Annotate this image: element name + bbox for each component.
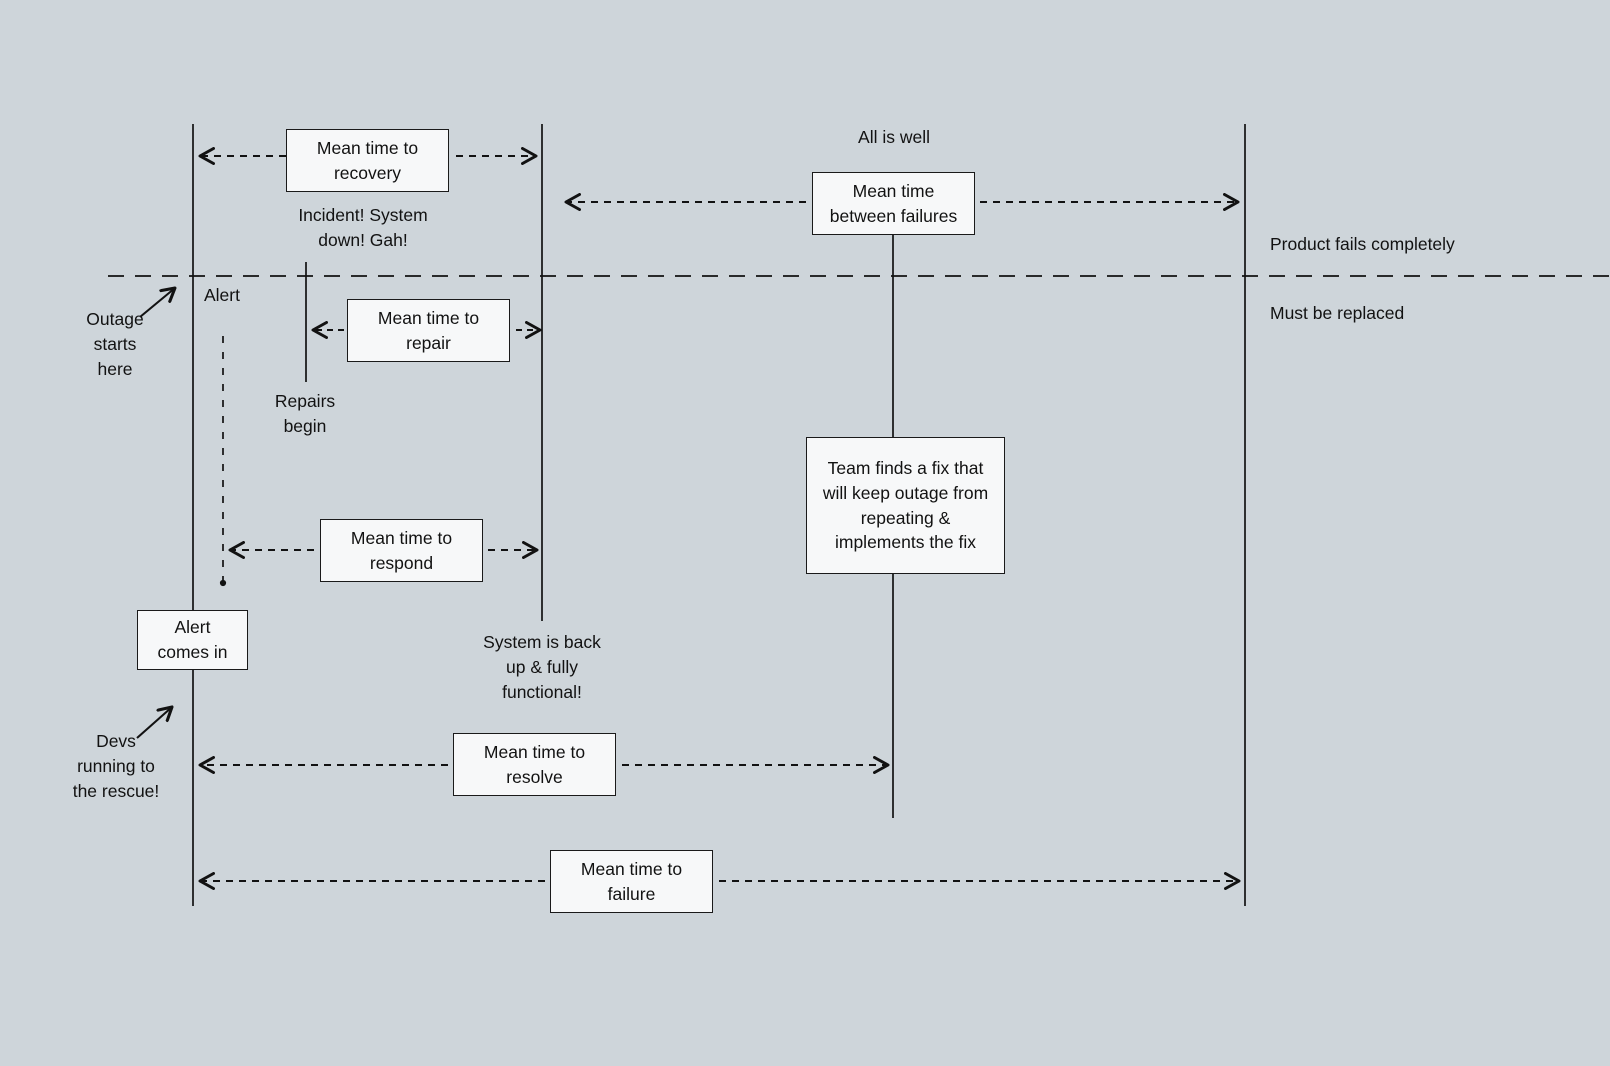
label-all-is-well: All is well: [858, 127, 930, 147]
label-repairs-begin: Repairs begin: [274, 391, 336, 436]
box-mean-time-to-respond[interactable]: Mean time to respond: [320, 519, 483, 582]
box-mean-time-between-failures[interactable]: Mean time between failures: [812, 172, 975, 235]
box-alert-comes-in[interactable]: Alert comes in: [137, 610, 248, 670]
label-product-fails-completely: Product fails completely: [1270, 234, 1455, 254]
alert-lifeline-end-dot: [219, 579, 227, 587]
box-mean-time-to-repair[interactable]: Mean time to repair: [347, 299, 510, 362]
label-incident-system-down: Incident! System down! Gah!: [298, 205, 428, 250]
label-devs-running-to-the-rescue: Devs running to the rescue!: [72, 731, 160, 801]
box-mean-time-to-failure[interactable]: Mean time to failure: [550, 850, 713, 913]
box-mean-time-to-recovery[interactable]: Mean time to recovery: [286, 129, 449, 192]
label-must-be-replaced: Must be replaced: [1270, 303, 1405, 323]
label-system-is-back-up: System is back up & fully functional!: [483, 632, 601, 702]
box-team-finds-a-fix[interactable]: Team finds a fix that will keep outage f…: [806, 437, 1005, 574]
label-alert: Alert: [204, 285, 240, 305]
box-mean-time-to-resolve[interactable]: Mean time to resolve: [453, 733, 616, 796]
label-outage-starts-here: Outage starts here: [86, 309, 144, 379]
